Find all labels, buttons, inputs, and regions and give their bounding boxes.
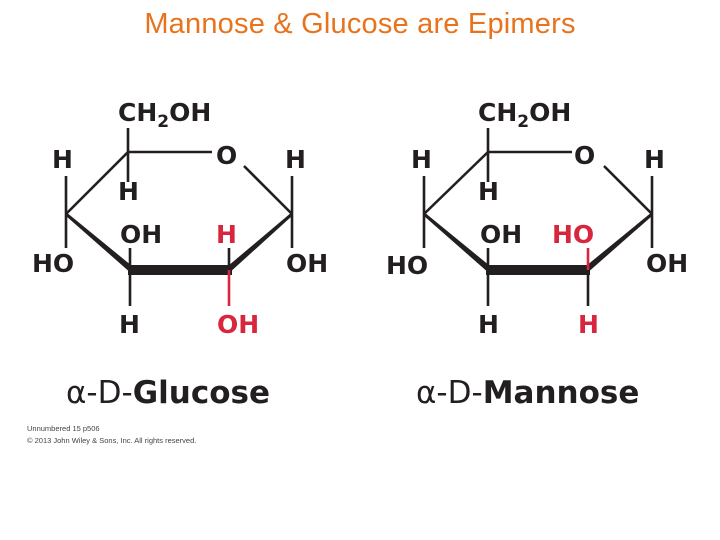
glucose-h-c5: H (118, 177, 139, 206)
mannose-h-c2: H (578, 310, 599, 339)
glucose-bold-bond-c3-c2 (128, 265, 232, 275)
mannose-bold-bond-c3-c2 (486, 265, 590, 275)
glucose-h-c1: H (285, 145, 306, 174)
glucose-oh-c3: OH (120, 220, 162, 249)
mannose-ch2oh-label: CH2OH (478, 98, 571, 132)
mannose-h-c4-top: H (411, 145, 432, 174)
mannose-h-c5: H (478, 177, 499, 206)
glucose-ch2oh-label: CH2OH (118, 98, 211, 132)
mannose-h-c3: H (478, 310, 499, 339)
mannose-ring-oxygen: O (574, 141, 595, 170)
glucose-h-c4-top: H (52, 145, 73, 174)
glucose-structure: CH2OH O H H H OH H HO OH H OH α-D-Glucos… (32, 98, 328, 411)
mannose-oh-c1: OH (646, 249, 688, 278)
mannose-ho-c4: HO (386, 251, 428, 280)
mannose-oh-c3: OH (480, 220, 522, 249)
mannose-wedge-c4-c3 (424, 212, 490, 274)
credit-line-1: Unnumbered 15 p506 (27, 424, 100, 433)
mannose-wedge-c2-c1 (586, 212, 652, 274)
glucose-oh-c1: OH (286, 249, 328, 278)
glucose-bond-o-c1 (243, 165, 293, 215)
glucose-wedge-c2-c1 (228, 212, 292, 274)
glucose-h-c2: H (216, 220, 237, 249)
mannose-h-c1: H (644, 145, 665, 174)
mannose-bond-c5-c4 (423, 151, 489, 215)
glucose-ring-oxygen: O (216, 141, 237, 170)
glucose-ho-c4: HO (32, 249, 74, 278)
glucose-bond-c5-c4 (65, 151, 129, 215)
mannose-bond-o-c1 (603, 165, 653, 215)
mannose-name: α-D-Mannose (416, 375, 639, 411)
credit-line-2: © 2013 John Wiley & Sons, Inc. All right… (27, 436, 196, 445)
glucose-name: α-D-Glucose (66, 375, 270, 411)
mannose-ho-c2: HO (552, 220, 594, 249)
mannose-structure: CH2OH O H H H OH HO HO OH H H α-D-Mannos… (386, 98, 688, 411)
glucose-oh-c2: OH (217, 310, 259, 339)
slide-title: Mannose & Glucose are Epimers (144, 8, 576, 40)
glucose-wedge-c4-c3 (66, 212, 132, 274)
glucose-h-c3: H (119, 310, 140, 339)
